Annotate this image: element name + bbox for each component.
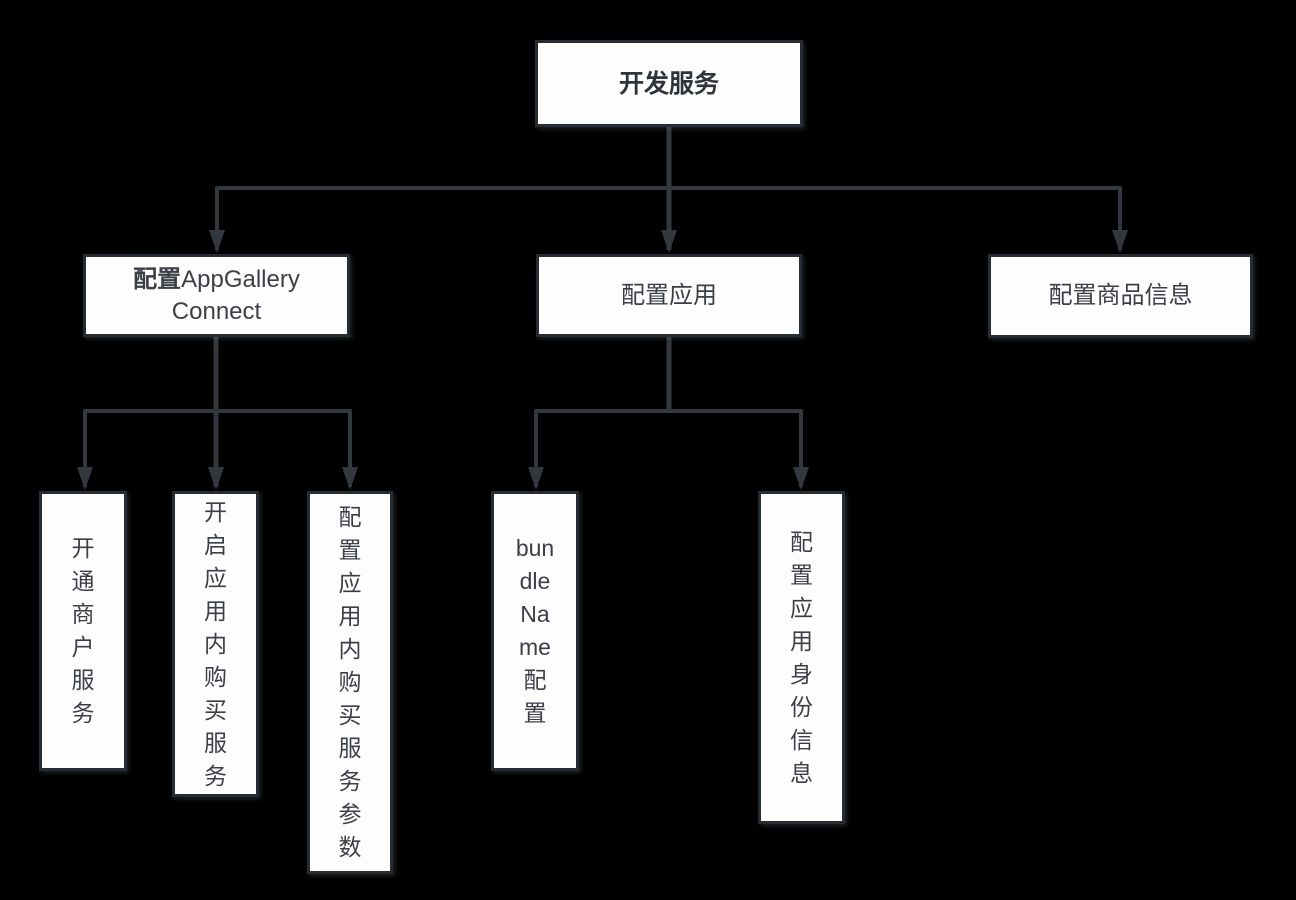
- arrow-down-icon: [208, 467, 224, 490]
- edge-agc-to-merchant: [83, 409, 216, 487]
- node-label: 配 置 应 用 内 购 买 服 务 参 数: [338, 504, 362, 860]
- edge-root-to-product: [669, 186, 1122, 250]
- node-label: 配置商品信息: [1048, 282, 1193, 309]
- node-configure-app: 配置应用: [536, 254, 802, 337]
- edge-app-to-identity: [669, 409, 803, 487]
- node-label-bold-part: 配置: [133, 265, 182, 293]
- node-configure-appgallery-connect: 配置AppGallery Connect: [83, 254, 350, 337]
- node-open-merchant-service: 开 通 商 户 服 务: [39, 491, 127, 771]
- arrow-down-icon: [661, 230, 677, 253]
- node-label: 配 置 应 用 身 份 信 息: [790, 528, 813, 786]
- node-label: bun dle Na me 配 置: [515, 535, 555, 726]
- arrow-down-icon: [528, 467, 544, 490]
- edge-agc-to-iap-params: [216, 409, 352, 487]
- edge-root-to-agc: [215, 186, 669, 250]
- arrow-down-icon: [342, 467, 358, 490]
- node-label: 配置应用: [621, 281, 717, 309]
- node-bundlename-config: bun dle Na me 配 置: [491, 491, 579, 771]
- node-develop-service: 开发服务: [535, 40, 803, 127]
- node-configure-product-info: 配置商品信息: [988, 254, 1253, 338]
- arrowheads: [77, 230, 1128, 490]
- node-label: 开 通 商 户 服 务: [71, 535, 95, 726]
- arrow-down-icon: [793, 467, 809, 490]
- node-label-rest-part: AppGallery Connect: [171, 265, 300, 325]
- node-label: 开 启 应 用 内 购 买 服 务: [204, 498, 227, 789]
- node-enable-iap-service: 开 启 应 用 内 购 买 服 务: [172, 491, 259, 797]
- arrow-down-icon: [209, 230, 225, 253]
- node-configure-app-identity: 配 置 应 用 身 份 信 息: [758, 491, 845, 824]
- edge-app-to-bundlename: [534, 409, 669, 487]
- arrow-down-icon: [1112, 230, 1128, 253]
- node-label: 开发服务: [618, 69, 719, 98]
- node-label: 配置AppGallery Connect: [94, 264, 339, 328]
- node-configure-iap-params: 配 置 应 用 内 购 买 服 务 参 数: [307, 491, 393, 874]
- arrow-down-icon: [77, 467, 93, 490]
